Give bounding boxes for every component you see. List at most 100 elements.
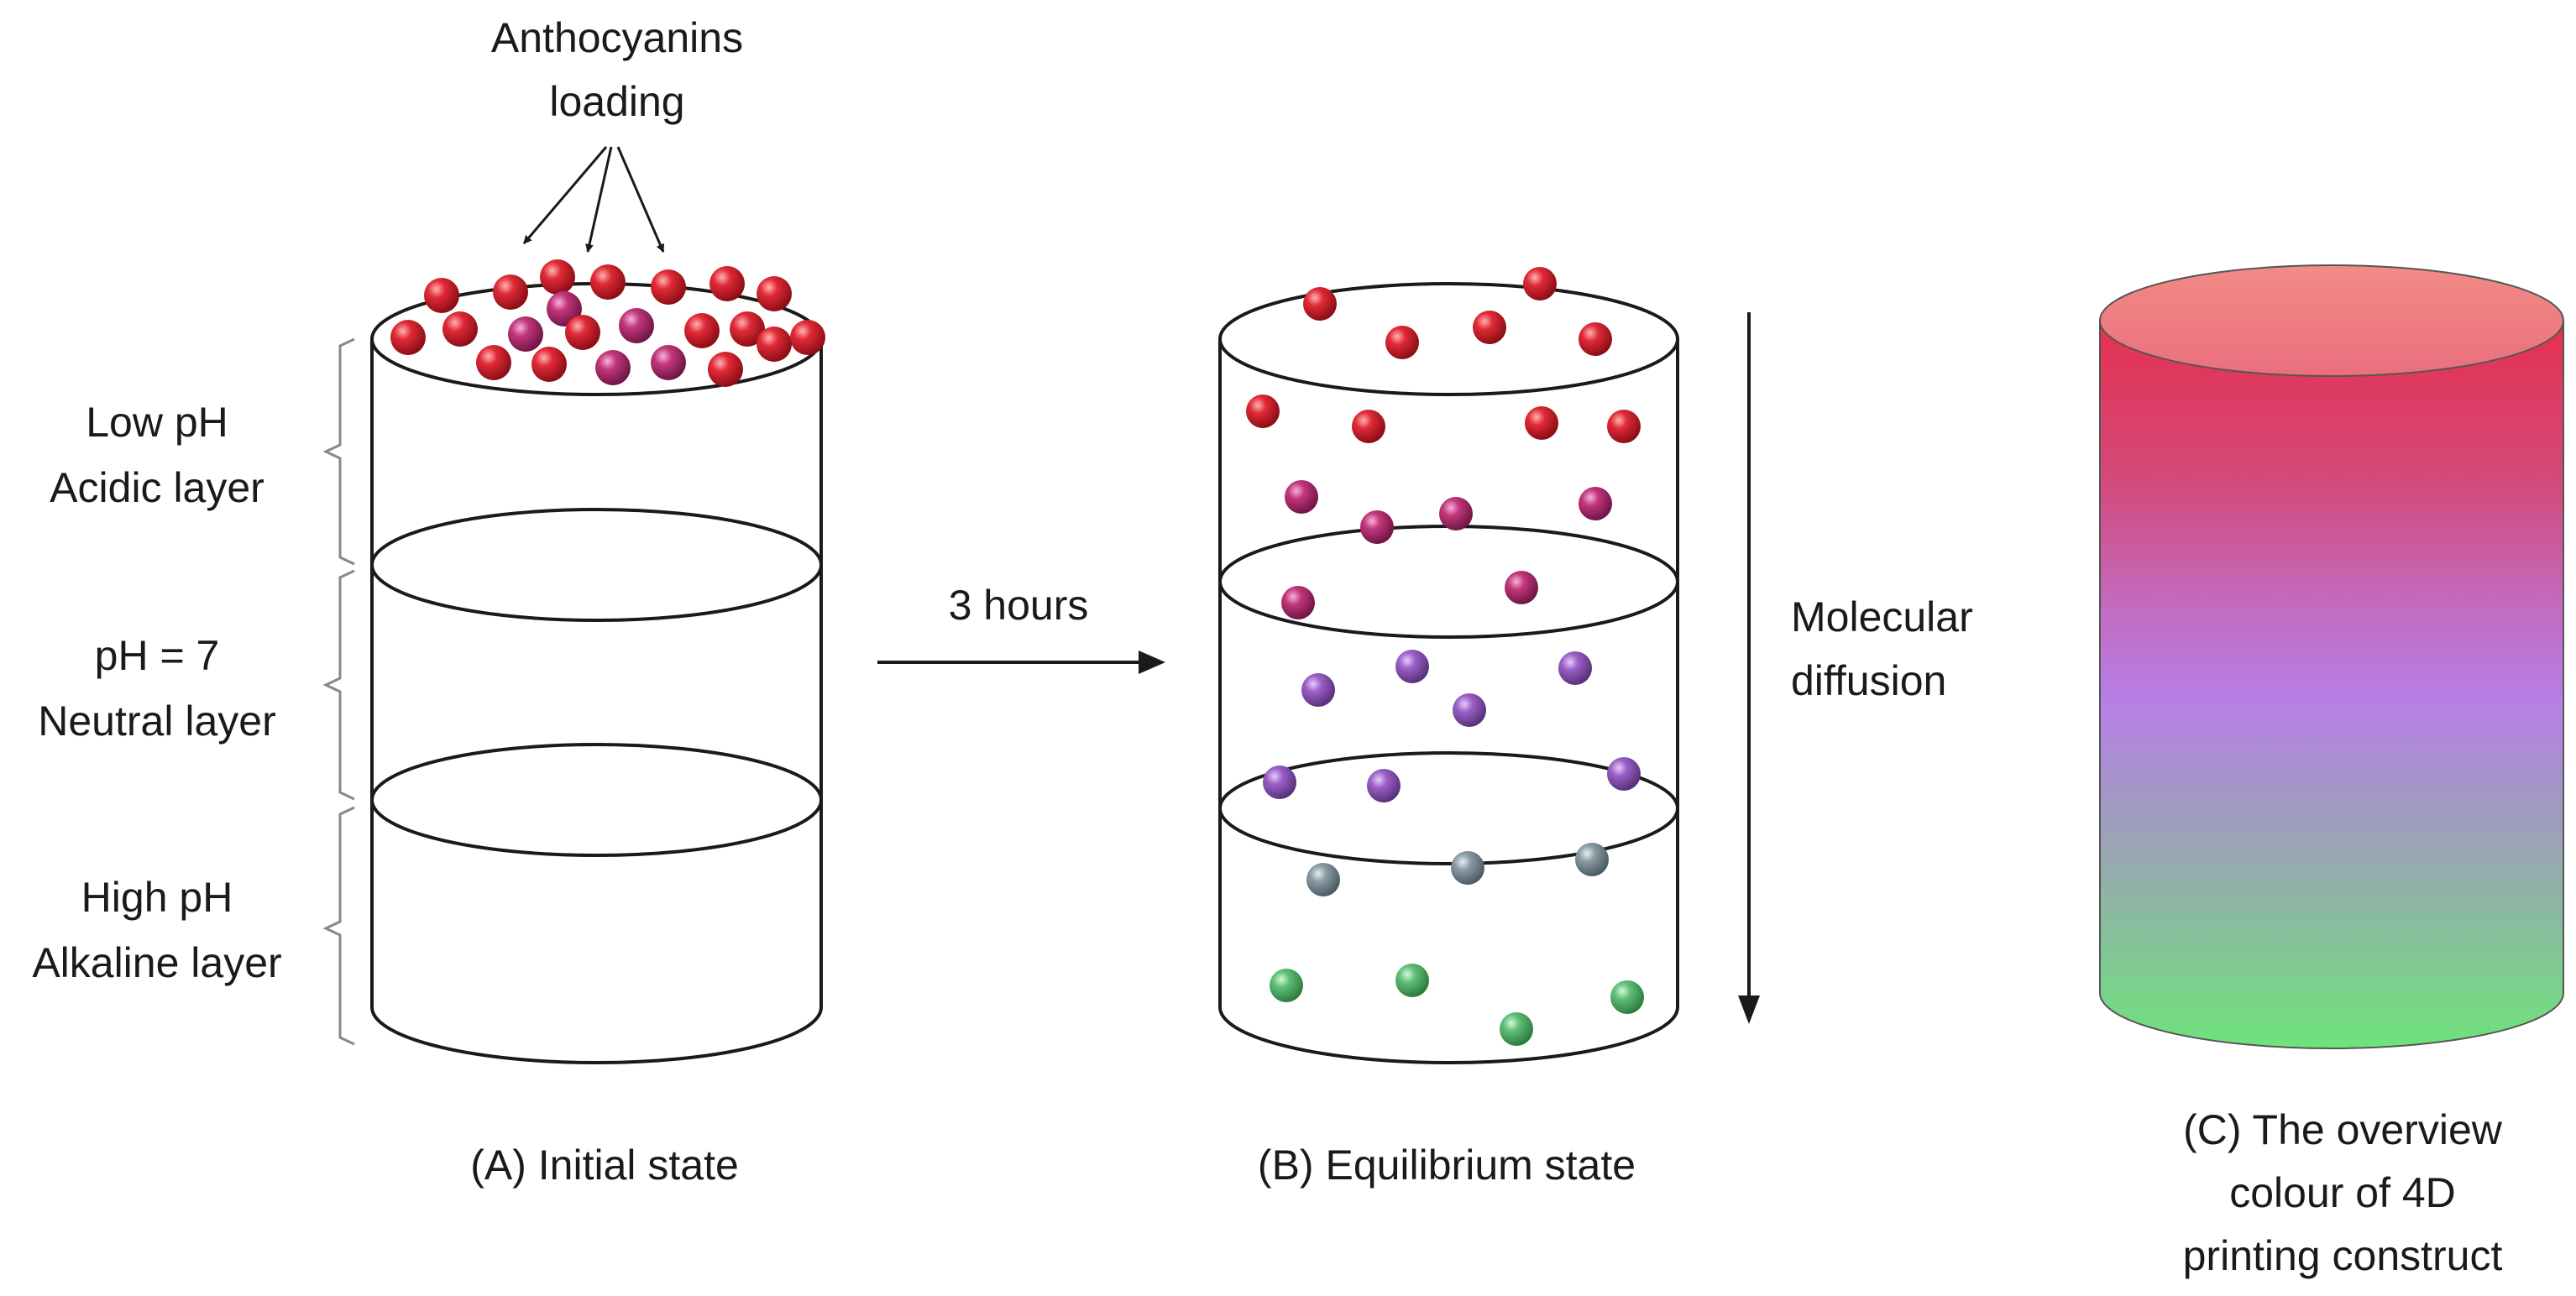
anthocyanin-sphere <box>1525 406 1558 440</box>
anthocyanin-spheres-diffused <box>1246 267 1644 1046</box>
loading-arrow-left <box>522 146 608 244</box>
anthocyanin-sphere <box>1395 650 1429 683</box>
anthocyanin-sphere <box>442 311 478 347</box>
anthocyanin-sphere <box>790 320 825 355</box>
anthocyanin-sphere <box>709 266 745 301</box>
caption-c-line-2: colour of 4D <box>2229 1169 2456 1216</box>
anthocyanin-sphere <box>493 274 528 310</box>
loading-arrow-middle <box>585 146 613 253</box>
anthocyanin-sphere <box>1575 843 1609 876</box>
layer-boundary-neutral-alkaline <box>370 743 823 857</box>
cylinder-b-boundary-upper <box>1218 525 1679 639</box>
cylinder-b <box>1218 282 1679 1064</box>
diffusion-arrow-head <box>1738 996 1760 1024</box>
cylinder-b-top-rim <box>1218 282 1679 396</box>
anthocyanin-sphere <box>1352 410 1385 443</box>
cylinder-b-boundary-lower <box>1218 751 1679 865</box>
anthocyanin-sphere <box>1367 769 1401 802</box>
anthocyanin-sphere <box>651 269 686 305</box>
brace-alkaline-layer <box>322 806 355 1046</box>
anthocyanin-spheres-loaded <box>390 259 825 387</box>
diffusion-label-line-2: diffusion <box>1791 657 1946 704</box>
anthocyanin-sphere <box>540 259 575 295</box>
anthocyanin-sphere <box>1453 693 1486 727</box>
anthocyanin-sphere <box>619 308 654 343</box>
anthocyanin-sphere <box>1263 766 1296 799</box>
anthocyanin-sphere <box>1473 311 1506 344</box>
anthocyanin-sphere <box>590 264 626 300</box>
cylinder-a <box>370 282 823 1064</box>
gradient-cylinder-body <box>2099 320 2564 1049</box>
anthocyanin-sphere <box>1270 969 1303 1002</box>
anthocyanin-sphere <box>1281 586 1315 619</box>
anthocyanin-sphere <box>1607 757 1641 791</box>
layer-label-alkaline: High pH Alkaline layer <box>32 874 281 986</box>
anthocyanin-sphere <box>1306 863 1340 896</box>
layer-label-alkaline-line-2: Alkaline layer <box>32 939 281 986</box>
layer-label-acidic: Low pH Acidic layer <box>50 399 264 511</box>
anthocyanin-sphere <box>730 311 765 347</box>
diffusion-label-line-1: Molecular <box>1791 593 1973 640</box>
anthocyanin-sphere <box>1395 964 1429 997</box>
anthocyanin-sphere <box>1285 480 1318 514</box>
gradient-cylinder-top <box>2099 264 2564 377</box>
anthocyanin-sphere <box>390 320 426 355</box>
loading-arrow-right <box>616 146 665 253</box>
loading-label-line-1: Anthocyanins <box>491 14 743 61</box>
anthocyanin-sphere <box>1301 673 1335 707</box>
caption-a: (A) Initial state <box>470 1142 739 1189</box>
anthocyanin-sphere <box>1439 497 1473 530</box>
gradient-cylinder <box>2099 264 2564 1049</box>
anthocyanin-sphere <box>565 315 600 350</box>
anthocyanin-sphere <box>757 327 792 362</box>
anthocyanin-sphere <box>1607 410 1641 443</box>
caption-b: (B) Equilibrium state <box>1258 1142 1636 1189</box>
anthocyanin-sphere <box>1451 851 1484 885</box>
anthocyanin-sphere <box>424 278 459 313</box>
panel-a-initial-state: Anthocyanins loading Low pH Acidic layer… <box>32 14 825 1189</box>
layer-label-neutral-line-2: Neutral layer <box>38 698 275 745</box>
anthocyanin-sphere <box>757 276 792 311</box>
layer-label-neutral: pH = 7 Neutral layer <box>38 632 275 745</box>
transition-label: 3 hours <box>949 582 1089 629</box>
layer-label-neutral-line-1: pH = 7 <box>95 632 220 679</box>
panel-b-equilibrium-state: Molecular diffusion (B) Equilibrium stat… <box>1218 267 1973 1189</box>
anthocyanin-sphere <box>1558 651 1592 685</box>
anthocyanin-sphere <box>1500 1012 1533 1046</box>
anthocyanin-sphere <box>1303 287 1337 321</box>
loading-label-line-2: loading <box>549 78 684 125</box>
anthocyanin-sphere <box>1523 267 1557 300</box>
layer-braces <box>322 337 355 1046</box>
layer-label-alkaline-line-1: High pH <box>81 874 233 921</box>
brace-neutral-layer <box>322 569 355 801</box>
caption-c: (C) The overview colour of 4D printing c… <box>2183 1106 2503 1279</box>
anthocyanin-sphere <box>1579 487 1612 520</box>
anthocyanin-sphere <box>651 345 686 380</box>
anthocyanin-sphere <box>476 345 511 380</box>
anthocyanin-sphere <box>1246 395 1280 428</box>
layer-boundary-acidic-neutral <box>370 508 823 622</box>
loading-arrows <box>522 146 665 253</box>
diffusion-arrow <box>1738 312 1760 1024</box>
anthocyanin-sphere <box>595 350 631 385</box>
anthocyanin-sphere <box>1610 980 1644 1014</box>
anthocyanin-sphere <box>1505 571 1538 604</box>
anthocyanin-sphere <box>1360 510 1394 544</box>
transition: 3 hours <box>877 582 1165 674</box>
anthocyanin-sphere <box>1579 322 1612 356</box>
anthocyanin-sphere <box>684 313 720 348</box>
loading-label: Anthocyanins loading <box>491 14 743 125</box>
anthocyanin-sphere <box>531 347 567 382</box>
brace-acidic-layer <box>322 337 355 566</box>
layer-label-acidic-line-1: Low pH <box>86 399 228 446</box>
caption-c-line-1: (C) The overview <box>2183 1106 2503 1153</box>
anthocyanin-sphere <box>1385 326 1419 359</box>
layer-label-acidic-line-2: Acidic layer <box>50 464 264 511</box>
anthocyanin-sphere <box>508 316 543 352</box>
transition-arrow-head <box>1139 651 1165 674</box>
caption-c-line-3: printing construct <box>2183 1232 2503 1279</box>
anthocyanin-sphere <box>708 352 743 387</box>
panel-c-overview-colour: (C) The overview colour of 4D printing c… <box>2099 264 2564 1279</box>
diffusion-label: Molecular diffusion <box>1791 593 1973 704</box>
